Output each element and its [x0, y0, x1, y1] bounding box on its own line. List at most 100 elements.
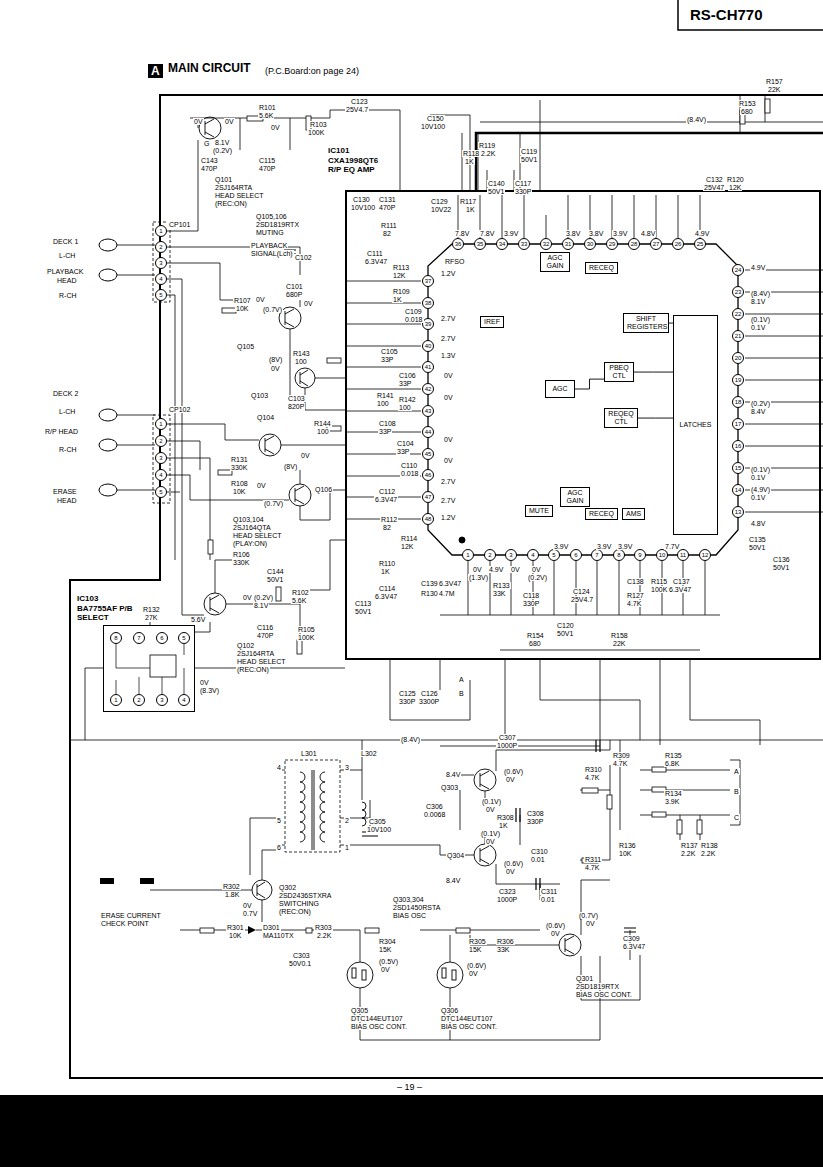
heading-text: IC103 BA7755AF P/B SELECT — [77, 594, 137, 623]
component-label: 8.1V — [750, 298, 766, 305]
component-label: 330P — [514, 188, 532, 195]
component-label: 4.7K — [584, 864, 600, 871]
pin-number: 4 — [155, 273, 167, 285]
component-label: R131 — [230, 456, 249, 463]
connector-outline — [153, 415, 170, 503]
component-label: R304 — [378, 938, 397, 945]
component-label: R108 — [230, 480, 249, 487]
pin-number: 8 — [110, 632, 122, 644]
component-label: C114 — [378, 585, 396, 592]
component-label: 0.1V — [750, 474, 766, 481]
component-label: Q306 — [440, 1007, 459, 1014]
component-label: 33P — [398, 380, 412, 387]
frame-line — [428, 244, 738, 555]
component-label: R102 — [291, 589, 310, 596]
component-label: (0.7V) — [263, 500, 284, 507]
signal-line — [634, 372, 673, 373]
component-label: (8.3V) — [199, 687, 220, 694]
connector-outline — [285, 760, 340, 852]
pin-number: 7 — [133, 632, 145, 644]
resistor-symbol — [652, 812, 666, 817]
component-label: 0V — [270, 124, 281, 131]
component-label: 50V1 — [487, 188, 505, 195]
resistor-symbol — [677, 820, 682, 834]
component-label: PLAYBACK — [250, 242, 288, 249]
transistor-symbol — [295, 486, 304, 504]
component-label: 15K — [468, 946, 482, 953]
component-label: 33P — [396, 448, 410, 455]
component-label: (1.3V) — [468, 574, 489, 581]
transistor-symbol — [295, 368, 315, 388]
resistor-symbol — [765, 99, 770, 113]
transistor-symbol — [205, 119, 214, 137]
component-label: BIAS OSC CONT. — [440, 1023, 498, 1030]
component-label: CHECK POINT — [100, 920, 150, 927]
pin-number: 6 — [570, 549, 582, 561]
component-label: C118 — [522, 592, 540, 599]
component-label: 1.8K — [224, 891, 240, 898]
block-box: IREF — [480, 316, 504, 328]
block-label: IREF — [484, 318, 500, 326]
pin-number: 28 — [628, 238, 640, 250]
component-label: C111 — [366, 250, 384, 257]
component-label: Q301 — [575, 975, 594, 982]
wire — [150, 850, 640, 1040]
component-label: ERASE — [52, 488, 78, 495]
component-label: 6 — [276, 844, 282, 851]
pin-number: 42 — [422, 383, 434, 395]
resistor-symbol — [607, 795, 612, 809]
pin-number: 40 — [422, 340, 434, 352]
transistor-symbol — [452, 970, 456, 980]
component-label: 3.9V — [617, 543, 633, 550]
pin-number: 39 — [422, 318, 434, 330]
component-label: 1.2V — [440, 514, 456, 521]
block-box: SHIFT REGISTERS — [623, 313, 669, 333]
component-label: 0V — [443, 457, 454, 464]
wire — [117, 140, 345, 640]
component-label: (REC:ON) — [236, 666, 270, 673]
block-box: REQEQ CTL — [604, 408, 638, 428]
pin-number: 11 — [677, 549, 689, 561]
component-label: 10V100 — [350, 204, 376, 211]
component-label: (0.6V) — [503, 768, 524, 775]
component-label: C303 — [292, 952, 311, 959]
component-label: R137 — [680, 842, 699, 849]
block-label: MUTE — [529, 507, 549, 515]
frame-line — [476, 133, 823, 190]
component-label: (0.1V) — [480, 830, 501, 837]
component-label: DTC144EUT107 — [350, 1015, 404, 1022]
component-label: 1000P — [496, 896, 518, 903]
component-label: 1.3V — [440, 352, 456, 359]
pin-number: 30 — [584, 238, 596, 250]
pin-number: 2 — [133, 694, 145, 706]
component-label: 0V — [485, 838, 496, 845]
block-box: AGC GAIN — [560, 487, 590, 507]
component-label: 470P — [378, 204, 396, 211]
transistor-symbol — [265, 436, 274, 454]
component-label: (0.2V) — [527, 574, 548, 581]
transistor-symbol — [352, 968, 356, 978]
component-label: R132 — [142, 606, 161, 613]
component-label: 4.7K — [584, 774, 600, 781]
transistor-symbol — [480, 771, 489, 789]
component-label: C112 — [378, 488, 396, 495]
pin-number: 44 — [422, 426, 434, 438]
block-label: AGC — [552, 385, 567, 393]
pin-number: 15 — [732, 462, 744, 474]
component-label: R127 — [626, 592, 645, 599]
component-label: D301 — [262, 924, 281, 931]
transistor-symbol — [199, 117, 581, 988]
component-label: 6.3V47 — [374, 496, 398, 503]
coil-symbol — [362, 802, 366, 826]
component-label: C311 — [540, 888, 558, 895]
component-label: 470P — [258, 165, 276, 172]
component-label: 0.1V — [750, 324, 766, 331]
coil-symbol — [300, 770, 366, 850]
component-label: 8.1V — [214, 139, 230, 146]
component-label: SWITCHING — [278, 900, 320, 907]
resistor-symbol — [208, 540, 213, 554]
component-label: 0.018 — [404, 316, 424, 323]
pin-number: 16 — [732, 440, 744, 452]
component-label: 82 — [382, 524, 392, 531]
